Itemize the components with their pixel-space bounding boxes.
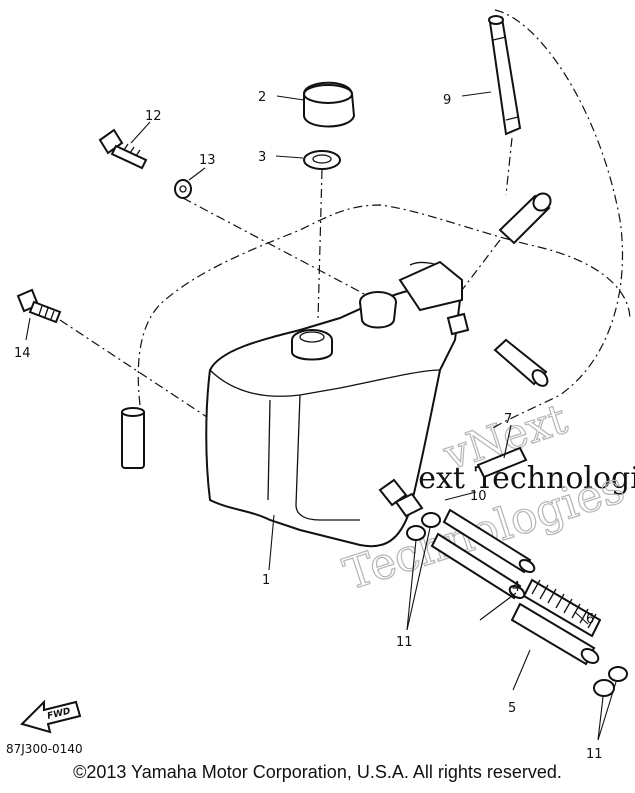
dash-line-9 bbox=[505, 137, 513, 196]
callout-13: 13 bbox=[199, 153, 216, 168]
part-2-cap bbox=[303, 81, 356, 128]
part-11-clamps-upper bbox=[406, 512, 441, 541]
part-12-bolt bbox=[98, 128, 148, 170]
part-1-oil-tank bbox=[205, 260, 470, 548]
breather-hose-path bbox=[489, 9, 624, 431]
callout-1: 1 bbox=[262, 573, 270, 588]
part-11-clamps-lower bbox=[593, 666, 628, 697]
dash-line-hose-upper bbox=[461, 239, 501, 291]
callout-12: 12 bbox=[145, 109, 162, 124]
callout-9: 9 bbox=[443, 93, 451, 108]
copyright-notice: ©2013 Yamaha Motor Corporation, U.S.A. A… bbox=[73, 762, 562, 782]
part-13-washer bbox=[174, 179, 192, 199]
callout-7: 7 bbox=[504, 412, 512, 427]
left-hose bbox=[121, 407, 145, 469]
dash-line-3 bbox=[317, 169, 323, 321]
fwd-arrow-icon: FWD bbox=[20, 699, 82, 734]
part-4-hoses bbox=[430, 508, 536, 600]
callout-14: 14 bbox=[14, 346, 31, 361]
upper-hose bbox=[498, 192, 552, 245]
callouts: 2 3 9 12 13 14 1 7 10 4 6 5 11 11 bbox=[14, 90, 603, 762]
part-9-pipe bbox=[488, 15, 522, 136]
callout-4: 4 bbox=[512, 580, 520, 595]
callout-3: 3 bbox=[258, 150, 266, 165]
callout-11-lower: 11 bbox=[586, 747, 603, 762]
part-5-hose bbox=[510, 602, 600, 666]
callout-2: 2 bbox=[258, 90, 266, 105]
leader-lines bbox=[25, 91, 617, 741]
part-3-gasket bbox=[303, 150, 341, 170]
lower-right-pipe bbox=[476, 446, 528, 479]
callout-5: 5 bbox=[508, 701, 516, 716]
dash-line-13 bbox=[182, 197, 369, 297]
part-14-bolt bbox=[16, 288, 62, 324]
reference-code: 87J300-0140 bbox=[6, 742, 83, 756]
callout-6: 6 bbox=[586, 612, 594, 627]
tank-outline-phantom bbox=[137, 204, 631, 406]
part-7-hose bbox=[493, 338, 549, 387]
callout-10: 10 bbox=[470, 489, 487, 504]
callout-11-upper: 11 bbox=[396, 635, 413, 650]
part-6-spring bbox=[522, 578, 602, 638]
